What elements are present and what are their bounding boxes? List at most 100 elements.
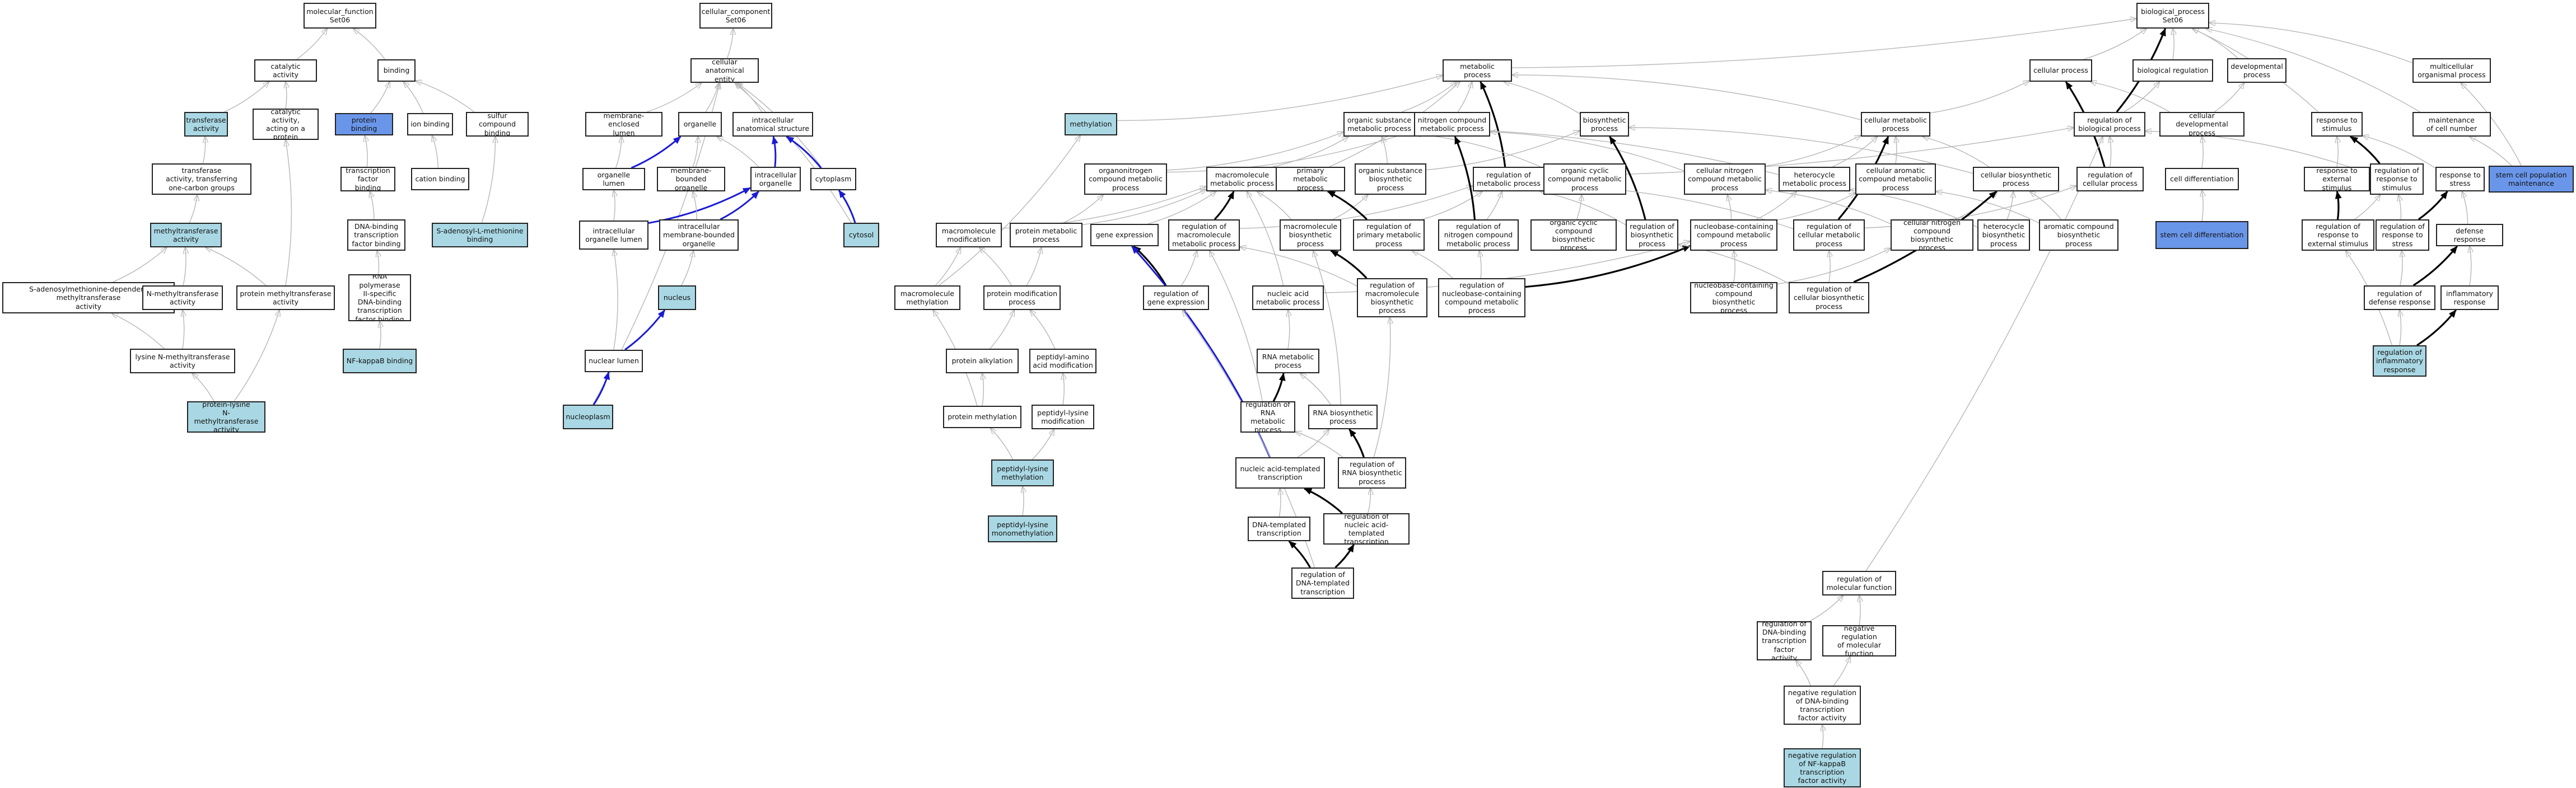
go-term-dna-templ[interactable]: DNA-templated transcription (1248, 517, 1310, 541)
go-term-organic-cyclic[interactable]: organic cyclic compound metabolic proces… (1543, 163, 1626, 195)
go-term-cellular-process[interactable]: cellular process (2029, 59, 2092, 82)
go-term-reg-cellular[interactable]: regulation of cellular process (2076, 167, 2144, 191)
go-term-bp[interactable]: biological_process Set06 (2136, 3, 2209, 29)
go-term-nfkb-binding[interactable]: NF-kappaB binding (343, 349, 417, 373)
go-term-n-methyl[interactable]: N-methyltransferase activity (142, 285, 223, 310)
go-term-defense[interactable]: defense response (2436, 224, 2503, 246)
go-term-stem-maint[interactable]: stem cell population maintenance (2489, 166, 2574, 193)
go-term-reg-mol-func[interactable]: regulation of molecular function (1822, 571, 1896, 595)
go-term-nucleus[interactable]: nucleus (658, 285, 696, 310)
go-term-peptidyl-aa[interactable]: peptidyl-amino acid modification (1029, 349, 1096, 373)
go-term-reg-macromol-met[interactable]: regulation of macromolecule metabolic pr… (1168, 219, 1240, 251)
go-term-org-sub-bio[interactable]: organic substance biosynthetic process (1355, 163, 1426, 195)
go-term-protein-methylation[interactable]: protein methylation (943, 406, 1021, 428)
go-term-cell-diff[interactable]: cell differentiation (2165, 168, 2239, 190)
go-term-gene-expr[interactable]: gene expression (1090, 224, 1159, 246)
go-term-cae[interactable]: cellular anatomical entity (690, 58, 759, 83)
go-term-inflammatory[interactable]: inflammatory response (2440, 285, 2499, 310)
go-term-cell-bio[interactable]: cellular biosynthetic process (1973, 167, 2059, 191)
go-term-nucleic-met[interactable]: nucleic acid metabolic process (1252, 285, 1324, 310)
go-term-macromol-bio[interactable]: macromolecule biosynthetic process (1280, 219, 1341, 251)
go-term-transferase[interactable]: transferase activity (184, 112, 228, 137)
go-term-cell-nitrogen-bio[interactable]: cellular nitrogen compound biosynthetic … (1891, 219, 1973, 251)
go-term-reg-bio[interactable]: regulation of biological process (2074, 112, 2145, 137)
go-term-reg-resp-stim[interactable]: regulation of response to stimulus (2370, 163, 2424, 195)
go-term-organic-sub[interactable]: organic substance metabolic process (1343, 112, 1415, 137)
go-term-mf[interactable]: molecular_function Set06 (304, 3, 376, 29)
go-term-neg-reg-dna-tf[interactable]: negative regulation of DNA-binding trans… (1784, 686, 1861, 725)
go-term-multicellular[interactable]: multicellular organismal process (2412, 58, 2491, 83)
go-term-organelle[interactable]: organelle (678, 112, 722, 137)
go-term-binding[interactable]: binding (377, 59, 416, 82)
go-term-cell-nitrogen[interactable]: cellular nitrogen compound metabolic pro… (1684, 163, 1766, 195)
go-term-reg-dna-templ[interactable]: regulation of DNA-templated transcriptio… (1291, 567, 1354, 599)
go-term-rnap2[interactable]: RNA polymerase II-specific DNA-binding t… (348, 274, 411, 321)
go-term-cellular-metabolic[interactable]: cellular metabolic process (1861, 112, 1930, 137)
go-term-peptidyl-lys-methyl[interactable]: peptidyl-lysine methylation (991, 459, 1054, 486)
go-term-methylation[interactable]: methylation (1065, 113, 1117, 135)
go-term-plnmt[interactable]: protein-lysine N-methyltransferase activ… (187, 401, 265, 433)
go-term-stem-diff[interactable]: stem cell differentiation (2155, 221, 2248, 249)
go-term-org-cyclic-bio[interactable]: organic cyclic compound biosynthetic pro… (1530, 219, 1617, 251)
go-term-ion-binding[interactable]: ion binding (407, 113, 453, 135)
go-term-protein-mt[interactable]: protein methyltransferase activity (236, 285, 335, 310)
go-term-reg-dna-tf[interactable]: regulation of DNA-binding transcription … (1757, 621, 1812, 660)
go-term-macromol-mod[interactable]: macromolecule modification (936, 223, 1002, 247)
go-term-nucleobase-met[interactable]: nucleobase-containing compound metabolic… (1690, 219, 1777, 251)
go-term-peptidyl-lys[interactable]: peptidyl-lysine modification (1032, 405, 1094, 429)
go-term-mbo[interactable]: membrane-bounded organelle (657, 167, 725, 191)
go-term-intra-org-lumen[interactable]: intracellular organelle lumen (579, 221, 648, 250)
go-term-cell-aromatic[interactable]: cellular aromatic compound metabolic pro… (1855, 163, 1936, 195)
go-term-rna-met[interactable]: RNA metabolic process (1257, 349, 1319, 373)
go-term-reg-nucleic-templ[interactable]: regulation of nucleic acid-templated tra… (1323, 513, 1410, 545)
go-term-protein-alkyl[interactable]: protein alkylation (946, 349, 1019, 373)
go-term-organelle-lumen[interactable]: organelle lumen (582, 168, 645, 190)
go-term-resp-ext[interactable]: response to external stimulus (2304, 167, 2370, 191)
go-term-reg-primary[interactable]: regulation of primary metabolic process (1353, 219, 1425, 251)
go-term-protein-mod[interactable]: protein modification process (983, 285, 1061, 310)
go-term-lysine-nmt[interactable]: lysine N-methyltransferase activity (130, 349, 235, 373)
go-term-cc[interactable]: cellular_component Set06 (699, 3, 772, 29)
go-term-reg-rna-met[interactable]: regulation of RNA metabolic process (1240, 401, 1295, 433)
go-term-reg-biosynth[interactable]: regulation of biosynthetic process (1626, 219, 1678, 251)
go-term-biosynthetic[interactable]: biosynthetic process (1580, 112, 1629, 137)
go-term-resp-stim[interactable]: response to stimulus (2311, 112, 2363, 137)
go-term-cytosol[interactable]: cytosol (843, 223, 879, 247)
go-term-peptidyl-lys-mono[interactable]: peptidyl-lysine monomethylation (988, 515, 1057, 542)
go-term-resp-stress[interactable]: response to stress (2435, 167, 2485, 191)
go-term-heterocycle-bio[interactable]: heterocycle biosynthetic process (1977, 219, 2030, 251)
go-term-sulfur[interactable]: sulfur compound binding (466, 112, 529, 137)
go-term-developmental[interactable]: developmental process (2227, 58, 2286, 83)
go-term-sam[interactable]: S-adenosyl-L-methionine binding (432, 223, 528, 247)
go-term-bio-reg[interactable]: biological regulation (2132, 59, 2213, 82)
go-term-nitrogen-comp[interactable]: nitrogen compound metabolic process (1414, 112, 1490, 137)
go-term-transferase-onec[interactable]: transferase activity, transferring one-c… (152, 163, 251, 195)
go-term-mel[interactable]: membrane-enclosed lumen (585, 112, 662, 137)
go-term-aromatic-bio[interactable]: aromatic compound biosynthetic process (2039, 219, 2118, 251)
go-term-tf-binding[interactable]: transcription factor binding (340, 167, 395, 191)
go-term-nucleoplasm[interactable]: nucleoplasm (563, 405, 613, 429)
go-term-macromol-methyl[interactable]: macromolecule methylation (894, 285, 960, 310)
go-term-nucleic-templ[interactable]: nucleic acid-templated transcription (1235, 457, 1325, 489)
go-term-metabolic[interactable]: metabolic process (1443, 59, 1512, 82)
go-term-methyltransferase[interactable]: methyltransferase activity (150, 223, 222, 247)
go-term-macromol-met[interactable]: macromolecule metabolic process (1206, 167, 1278, 191)
go-term-reg-defense[interactable]: regulation of defense response (2364, 285, 2435, 310)
go-term-reg-met[interactable]: regulation of metabolic process (1473, 167, 1544, 191)
go-term-intra-mbo[interactable]: intracellular membrane-bounded organelle (659, 219, 739, 251)
go-term-maint-cell[interactable]: maintenance of cell number (2412, 112, 2491, 137)
go-term-reg-cell-bio[interactable]: regulation of cellular biosynthetic proc… (1789, 282, 1869, 313)
go-term-reg-resp-ext[interactable]: regulation of response to external stimu… (2302, 219, 2374, 251)
go-term-cytoplasm[interactable]: cytoplasm (810, 168, 856, 190)
go-term-heterocycle[interactable]: heterocycle metabolic process (1779, 167, 1850, 191)
go-term-cat-protein[interactable]: catalytic activity, acting on a protein (253, 109, 319, 140)
go-term-protein-met[interactable]: protein metabolic process (1010, 223, 1082, 247)
go-term-reg-gene-expr[interactable]: regulation of gene expression (1143, 285, 1209, 310)
go-term-dna-tf-binding[interactable]: DNA-binding transcription factor binding (347, 219, 405, 251)
go-term-reg-nitrogen[interactable]: regulation of nitrogen compound metaboli… (1438, 219, 1519, 251)
go-term-reg-cell-met[interactable]: regulation of cellular metabolic process (1793, 219, 1865, 251)
go-term-intra-anat[interactable]: intracellular anatomical structure (732, 112, 813, 137)
go-term-reg-resp-stress[interactable]: regulation of response to stress (2376, 219, 2429, 251)
go-term-catalytic[interactable]: catalytic activity (254, 59, 317, 82)
go-term-neg-reg-nfkb[interactable]: negative regulation of NF-kappaB transcr… (1784, 748, 1861, 787)
